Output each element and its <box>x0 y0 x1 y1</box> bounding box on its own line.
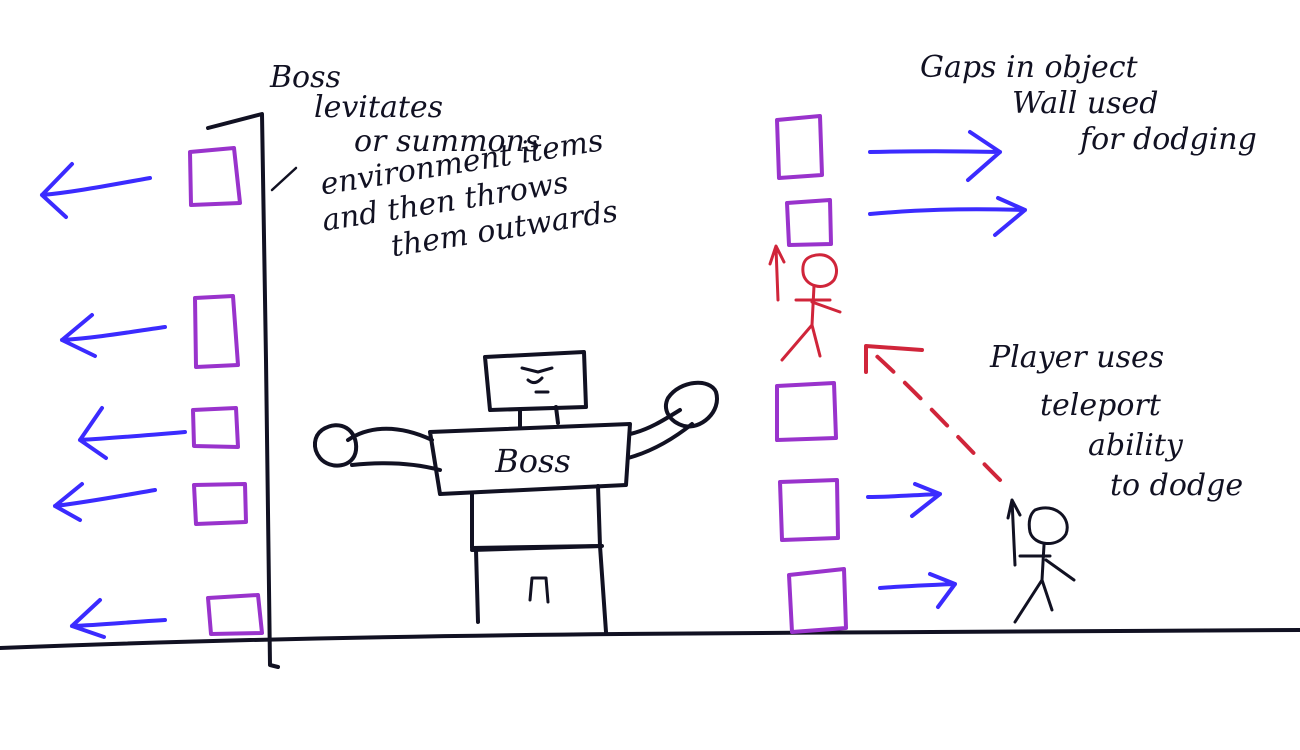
player-head <box>1027 506 1069 545</box>
boss-head <box>483 350 588 412</box>
left-throw-arrows <box>40 162 187 639</box>
boss-arm-right <box>626 408 694 460</box>
note-line: to dodge <box>1110 468 1244 503</box>
player-arms <box>1018 554 1076 582</box>
teleport-path <box>864 344 1002 482</box>
right-object-wall <box>775 114 848 634</box>
left-object-wall <box>188 146 264 636</box>
arrow-right <box>878 572 957 609</box>
player-body <box>810 284 816 327</box>
teleport-note: Player uses teleport ability to dodge <box>990 340 1243 504</box>
robot-boss-figure <box>313 350 719 634</box>
stick-figure-player <box>1006 498 1076 624</box>
boss-torso <box>428 422 632 496</box>
note-line: Gaps in object <box>920 50 1138 85</box>
player-head <box>801 253 838 288</box>
player-staff <box>1006 498 1022 567</box>
object-block <box>193 294 240 369</box>
player-legs <box>780 323 822 362</box>
left-wall <box>206 112 280 669</box>
teleport-arrowhead <box>864 344 924 374</box>
object-block <box>192 482 248 526</box>
boss-belt <box>470 544 604 552</box>
boss-hand-left <box>313 423 359 468</box>
boss-neck <box>518 405 560 428</box>
object-block <box>785 198 833 247</box>
boss-arm-left <box>346 426 442 472</box>
note-line: or summons <box>354 124 541 159</box>
boss-label: Boss <box>495 442 571 480</box>
right-throw-arrows <box>866 130 1027 609</box>
arrow-left <box>60 313 167 358</box>
teleport-dashes <box>868 348 1002 482</box>
ground-line <box>0 628 1300 650</box>
note-line: Boss <box>270 60 341 95</box>
object-block <box>188 146 242 207</box>
arrow-right <box>868 196 1027 237</box>
boss-face <box>520 366 554 394</box>
object-block <box>775 114 824 180</box>
note-line: levitates <box>314 90 444 125</box>
note-line: Wall used <box>1012 86 1159 121</box>
arrow-left <box>53 482 157 522</box>
player-staff <box>768 244 786 302</box>
arrow-right <box>868 130 1002 182</box>
player-legs <box>1013 578 1054 624</box>
arrow-left <box>70 598 167 639</box>
annotation-pointer <box>270 166 298 192</box>
object-block <box>778 478 840 542</box>
object-block <box>206 593 264 636</box>
arrow-left <box>40 162 152 219</box>
arrow-right <box>866 482 942 518</box>
stick-figure-player-teleported <box>768 244 842 362</box>
note-line: Player uses <box>990 340 1165 375</box>
gaps-note: Gaps in object Wall used for dodging <box>920 50 1257 158</box>
boss-hand-right <box>664 380 719 429</box>
object-block <box>775 381 838 442</box>
boss-crotch <box>528 576 550 604</box>
note-line: for dodging <box>1080 122 1257 157</box>
note-line: teleport <box>1040 388 1161 423</box>
boss-legs <box>474 544 608 634</box>
arrow-left <box>78 406 187 460</box>
boss-body <box>470 484 602 550</box>
player-body <box>1040 543 1046 582</box>
player-arms <box>794 298 842 314</box>
object-block <box>787 567 848 634</box>
object-block <box>191 406 240 449</box>
note-line: ability <box>1088 428 1183 463</box>
boss-action-note: Boss levitates or summons <box>270 60 540 160</box>
